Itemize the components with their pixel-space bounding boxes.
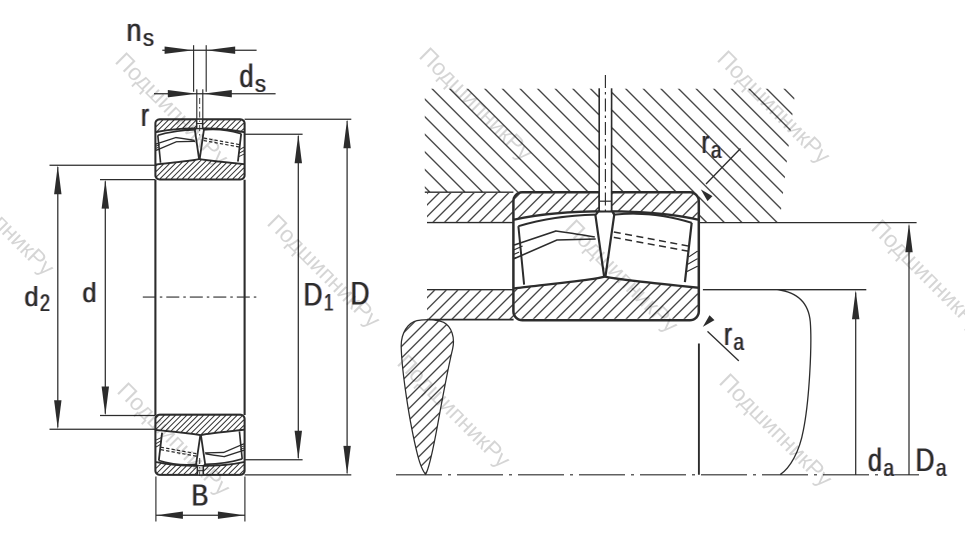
svg-text:1: 1	[323, 289, 333, 316]
svg-text:a: a	[883, 455, 894, 482]
svg-text:s: s	[254, 71, 265, 98]
svg-text:a: a	[936, 455, 947, 482]
svg-text:a: a	[712, 137, 723, 164]
svg-text:d: d	[240, 58, 254, 94]
svg-text:r: r	[702, 124, 710, 160]
svg-text:r: r	[701, 124, 709, 160]
svg-text:D: D	[303, 277, 322, 313]
svg-text:B: B	[191, 478, 208, 513]
svg-text:D: D	[916, 442, 935, 478]
svg-text:d: d	[25, 281, 39, 312]
svg-text:s: s	[142, 25, 153, 52]
svg-text:r: r	[723, 316, 731, 352]
svg-text:D: D	[304, 277, 323, 313]
svg-text:D: D	[350, 276, 369, 312]
svg-text:B: B	[192, 478, 209, 513]
svg-text:s: s	[143, 25, 154, 52]
svg-text:d: d	[867, 442, 881, 478]
svg-text:d: d	[239, 58, 253, 94]
svg-text:a: a	[733, 329, 744, 356]
svg-text:2: 2	[40, 290, 50, 317]
svg-text:2: 2	[39, 290, 49, 317]
svg-text:1: 1	[325, 289, 335, 316]
svg-text:n: n	[127, 12, 142, 48]
svg-text:d: d	[240, 58, 254, 94]
svg-text:D: D	[304, 277, 323, 313]
svg-text:s: s	[144, 25, 155, 52]
svg-text:D: D	[351, 276, 370, 312]
svg-text:s: s	[256, 71, 267, 98]
svg-text:a: a	[734, 329, 745, 356]
svg-text:2: 2	[41, 290, 51, 317]
svg-text:a: a	[937, 455, 948, 482]
svg-text:a: a	[734, 329, 745, 356]
svg-text:r: r	[702, 124, 710, 160]
svg-text:a: a	[710, 137, 721, 164]
svg-text:s: s	[255, 71, 266, 98]
svg-text:r: r	[725, 316, 733, 352]
svg-text:r: r	[140, 97, 148, 133]
svg-text:a: a	[711, 137, 722, 164]
svg-text:D: D	[915, 442, 934, 478]
svg-text:d: d	[868, 442, 882, 478]
svg-text:d: d	[24, 281, 38, 312]
svg-text:d: d	[83, 277, 97, 308]
svg-text:a: a	[884, 455, 895, 482]
svg-text:a: a	[935, 455, 946, 482]
svg-text:D: D	[916, 442, 935, 478]
svg-text:d: d	[869, 442, 883, 478]
svg-text:d: d	[82, 277, 96, 308]
svg-text:d: d	[25, 281, 39, 312]
svg-text:r: r	[724, 316, 732, 352]
svg-text:r: r	[142, 97, 150, 133]
svg-text:D: D	[351, 276, 370, 312]
svg-text:n: n	[127, 12, 142, 48]
svg-text:n: n	[126, 12, 141, 48]
svg-text:1: 1	[324, 289, 334, 316]
svg-text:a: a	[884, 455, 895, 482]
svg-text:d: d	[83, 277, 97, 308]
svg-text:r: r	[141, 97, 149, 133]
svg-text:B: B	[192, 478, 209, 513]
